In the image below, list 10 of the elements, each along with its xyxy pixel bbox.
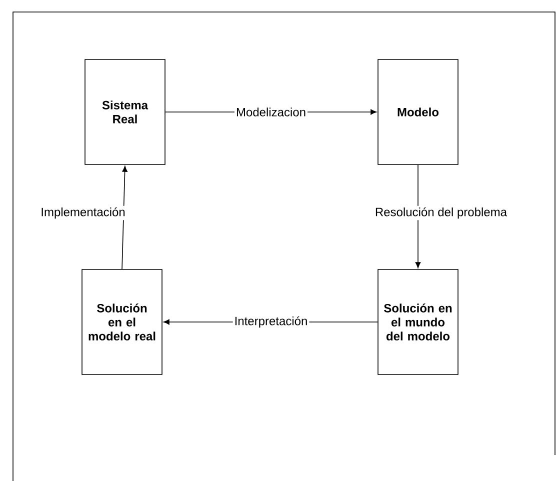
edge-label: Resolución del problema [373, 206, 509, 220]
process-box: Solución en el mundo del modelo [378, 269, 458, 375]
process-box: Modelo [378, 59, 458, 165]
arrow [122, 166, 128, 270]
edge-label: Interpretación [232, 314, 310, 330]
process-box: Solución en el modelo real [82, 269, 162, 375]
process-box: Sistema Real [84, 59, 166, 165]
edge-label: Modelizacion [234, 106, 308, 118]
arrow [415, 164, 421, 268]
edge-label: Implementación [39, 206, 127, 220]
